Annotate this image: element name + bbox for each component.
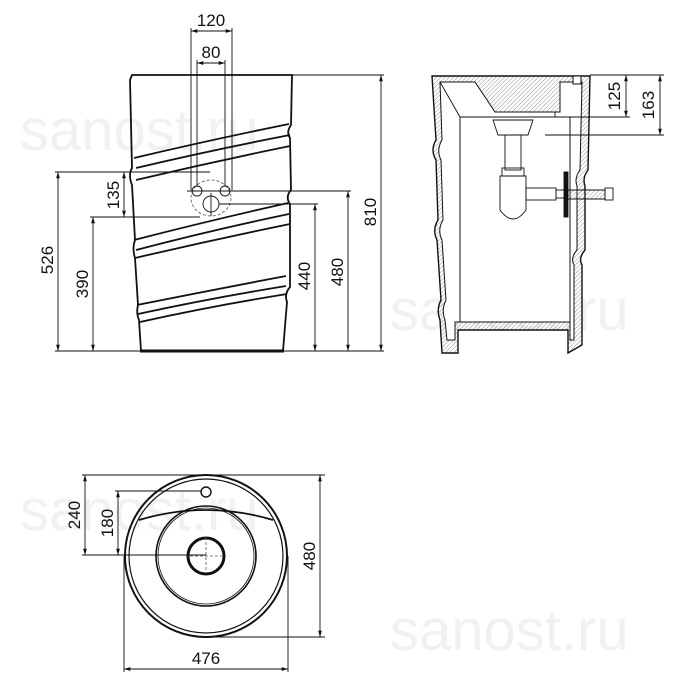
tap-hole [200,486,212,498]
drawing-line [82,474,325,672]
dim-476: 476 [192,649,220,668]
drawing-line [135,134,291,169]
drawing-line [128,478,284,634]
drawing-line [55,28,384,352]
dim-120: 120 [197,11,225,30]
drawing-line [133,123,290,159]
dim-440: 440 [295,262,314,290]
drawing-line [492,119,534,136]
side-section-view: 125 163 [431,74,664,355]
dim-390: 390 [73,270,92,298]
dim-240: 240 [65,501,84,529]
dim-135: 135 [104,181,123,209]
drawing-line [155,505,257,607]
drawing-line [545,74,664,136]
drawing-line [572,75,582,85]
drawing-line [139,293,288,323]
drawing-line [134,223,291,259]
drawing-line [565,189,606,200]
drawing-line [504,134,522,171]
drawing-line [459,116,571,323]
drawing-line [138,509,274,521]
front-view: 120 80 810 480 440 526 390 135 [38,11,384,353]
dim-526: 526 [38,246,57,274]
dim-480: 480 [328,258,347,286]
dim-125: 125 [605,82,624,110]
drawing-line [137,285,287,315]
drawing-line: sanost.ru [390,598,629,663]
dim-163: 163 [639,91,658,119]
drawing-line [499,175,527,220]
drawing-line [133,202,289,241]
drawing-line [604,187,614,201]
wall-outlets [187,179,235,217]
drawing-line [190,179,232,217]
drawing-line [135,213,290,251]
top-view: 240 180 480 476 [65,474,325,672]
dim-810: 810 [361,198,380,226]
drawing-line [563,171,569,218]
drawing-line [157,507,255,605]
drawing-line [136,275,287,306]
dim-80: 80 [202,43,221,62]
siphon [492,119,614,220]
spiral-grooves [133,123,291,323]
dim-480-top: 480 [300,542,319,570]
drawing-line: sanost.ru [20,98,259,163]
dim-180: 180 [98,509,117,537]
drawing-line [135,145,291,181]
